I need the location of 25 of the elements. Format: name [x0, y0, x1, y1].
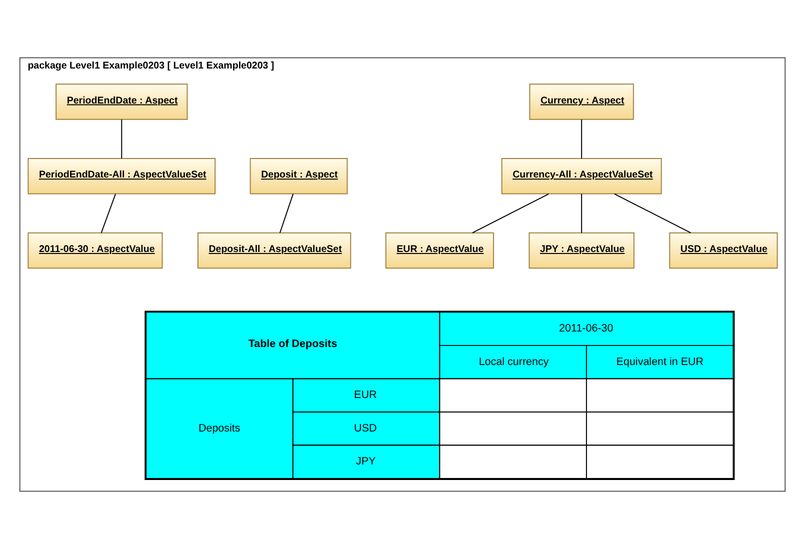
- node-box: PeriodEndDate : Aspect: [56, 84, 188, 120]
- connector: [121, 119, 122, 159]
- label: Table of Deposits: [248, 338, 338, 350]
- node-box: PeriodEndDate-All : AspectValueSet: [28, 158, 216, 194]
- node-box: Deposit-All : AspectValueSet: [197, 232, 352, 269]
- connector: [614, 193, 692, 234]
- connector: [279, 193, 294, 234]
- node-box: USD : AspectValue: [669, 232, 778, 269]
- connector: [472, 193, 550, 234]
- node-box: Deposit : Aspect: [250, 158, 348, 194]
- node-box: 2011-06-30 : AspectValue: [28, 232, 163, 269]
- node-box: Currency-All : AspectValueSet: [501, 158, 662, 194]
- label: Deposits: [198, 422, 240, 434]
- label: 2011-06-30: [559, 322, 614, 335]
- label: Local currency: [478, 356, 549, 368]
- label: JPY: [356, 456, 376, 468]
- label: EUR: [354, 389, 377, 402]
- label: USD: [354, 422, 377, 434]
- connector: [581, 193, 582, 234]
- label: Equivalent in EUR: [616, 356, 704, 368]
- node-box: JPY : AspectValue: [528, 232, 634, 269]
- connector: [100, 193, 116, 234]
- node-box: EUR : AspectValue: [385, 232, 494, 269]
- connector: [581, 119, 582, 159]
- node-box: Currency : Aspect: [529, 84, 634, 120]
